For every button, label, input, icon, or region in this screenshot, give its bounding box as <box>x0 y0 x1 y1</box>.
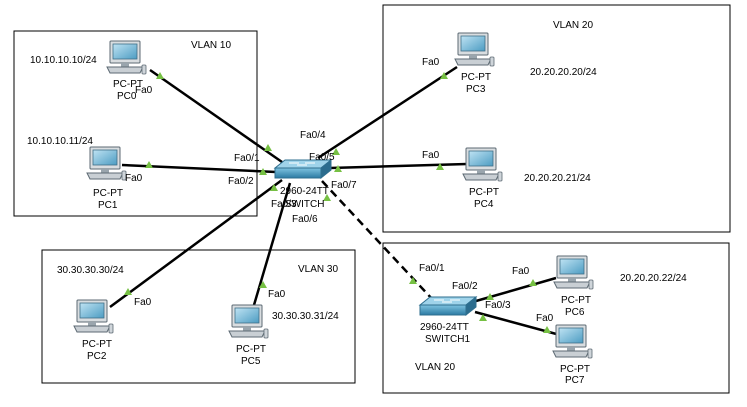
pc1-ip-label: 10.10.10.11/24 <box>27 136 93 147</box>
link-switch-switch1 <box>321 180 435 302</box>
sw1-port-fa0-3: Fa0/3 <box>485 300 511 311</box>
vlan10-box <box>13 30 258 217</box>
pc5-ip-label: 30.30.30.31/24 <box>272 311 339 322</box>
link-up-icon <box>145 161 153 168</box>
pc5-device[interactable] <box>228 304 269 339</box>
pc4-name-label: PC4 <box>474 199 494 210</box>
pc2-port-fa0: Fa0 <box>134 297 152 308</box>
pc2-model-label: PC-PT <box>82 339 112 350</box>
pc2-name-label: PC2 <box>87 351 107 362</box>
pc4-port-fa0: Fa0 <box>422 150 440 161</box>
pc6-device[interactable] <box>553 255 594 290</box>
link-pc0-switch <box>149 68 283 164</box>
pc7-name-label: PC7 <box>565 375 585 386</box>
pc-icon <box>552 324 593 359</box>
link-up-icon <box>264 144 272 151</box>
sw1-port-fa0-1: Fa0/1 <box>419 263 445 274</box>
pc-icon <box>553 255 594 290</box>
link-pc5-switch <box>252 182 292 306</box>
pc-icon <box>462 147 503 182</box>
pc3-port-fa0: Fa0 <box>422 57 440 68</box>
vlan30-box <box>41 249 356 384</box>
sw0-port-fa0-5: Fa0/5 <box>309 152 335 163</box>
pc0-model-label: PC-PT <box>113 79 143 90</box>
link-pc3-switch <box>317 65 458 160</box>
switch1-model-label: 2960-24TT <box>420 322 469 333</box>
sw0-port-fa0-1: Fa0/1 <box>234 153 260 164</box>
pc1-device[interactable] <box>86 146 127 181</box>
pc3-device[interactable] <box>454 32 495 67</box>
sw0-port-fa0-2: Fa0/2 <box>228 176 254 187</box>
pc1-name-label: PC1 <box>98 200 118 211</box>
pc6-ip-label: 20.20.20.22/24 <box>620 273 687 284</box>
pc-icon <box>228 304 269 339</box>
pc4-device[interactable] <box>462 147 503 182</box>
sw0-port-fa0-6: Fa0/6 <box>292 214 318 225</box>
switch0-model-label: 2960-24TT <box>280 186 329 197</box>
pc1-port-fa0: Fa0 <box>125 173 143 184</box>
switch1-device[interactable] <box>419 296 477 316</box>
pc4-ip-label: 20.20.20.21/24 <box>524 173 591 184</box>
sw0-port-fa0-3: Fa0/3 <box>271 199 297 210</box>
pc3-ip-label: 20.20.20.20/24 <box>530 67 597 78</box>
pc3-model-label: PC-PT <box>461 72 491 83</box>
vlan20-box-bottom <box>382 242 730 394</box>
link-up-icon <box>529 279 537 286</box>
pc7-port-fa0: Fa0 <box>536 313 554 324</box>
pc4-model-label: PC-PT <box>469 187 499 198</box>
pc5-port-fa0: Fa0 <box>268 289 286 300</box>
link-pc2-switch <box>109 178 283 309</box>
link-pc1-switch <box>121 163 277 174</box>
pc2-device[interactable] <box>73 299 114 334</box>
pc5-name-label: PC5 <box>241 356 261 367</box>
pc2-ip-label: 30.30.30.30/24 <box>57 265 124 276</box>
pc-icon <box>454 32 495 67</box>
switch1-name-label: SWITCH1 <box>425 334 470 345</box>
pc0-ip-label: 10.10.10.10/24 <box>30 55 97 66</box>
pc7-model-label: PC-PT <box>560 364 590 375</box>
sw0-port-fa0-7: Fa0/7 <box>331 180 357 191</box>
vlan20-box-top <box>382 4 731 233</box>
pc-icon <box>86 146 127 181</box>
pc0-device[interactable] <box>106 40 147 75</box>
pc0-name-label: PC0 <box>117 91 137 102</box>
pc1-model-label: PC-PT <box>93 188 123 199</box>
pc6-name-label: PC6 <box>565 307 585 318</box>
pc7-device[interactable] <box>552 324 593 359</box>
pc-icon <box>73 299 114 334</box>
pc3-name-label: PC3 <box>466 84 486 95</box>
pc6-model-label: PC-PT <box>561 295 591 306</box>
link-pc4-switch <box>329 162 468 170</box>
pc-icon <box>106 40 147 75</box>
sw0-port-fa0-4: Fa0/4 <box>300 130 326 141</box>
pc6-port-fa0: Fa0 <box>512 266 530 277</box>
pc0-port-fa0: Fa0 <box>135 85 153 96</box>
switch0-name-label: SWITCH <box>285 199 324 210</box>
switch-icon <box>419 296 477 316</box>
vlan20-label-bottom: VLAN 20 <box>415 362 455 373</box>
vlan30-label: VLAN 30 <box>298 264 338 275</box>
vlan10-label: VLAN 10 <box>191 40 231 51</box>
sw1-port-fa0-2: Fa0/2 <box>452 281 478 292</box>
vlan20-label-top: VLAN 20 <box>553 20 593 31</box>
pc5-model-label: PC-PT <box>236 344 266 355</box>
